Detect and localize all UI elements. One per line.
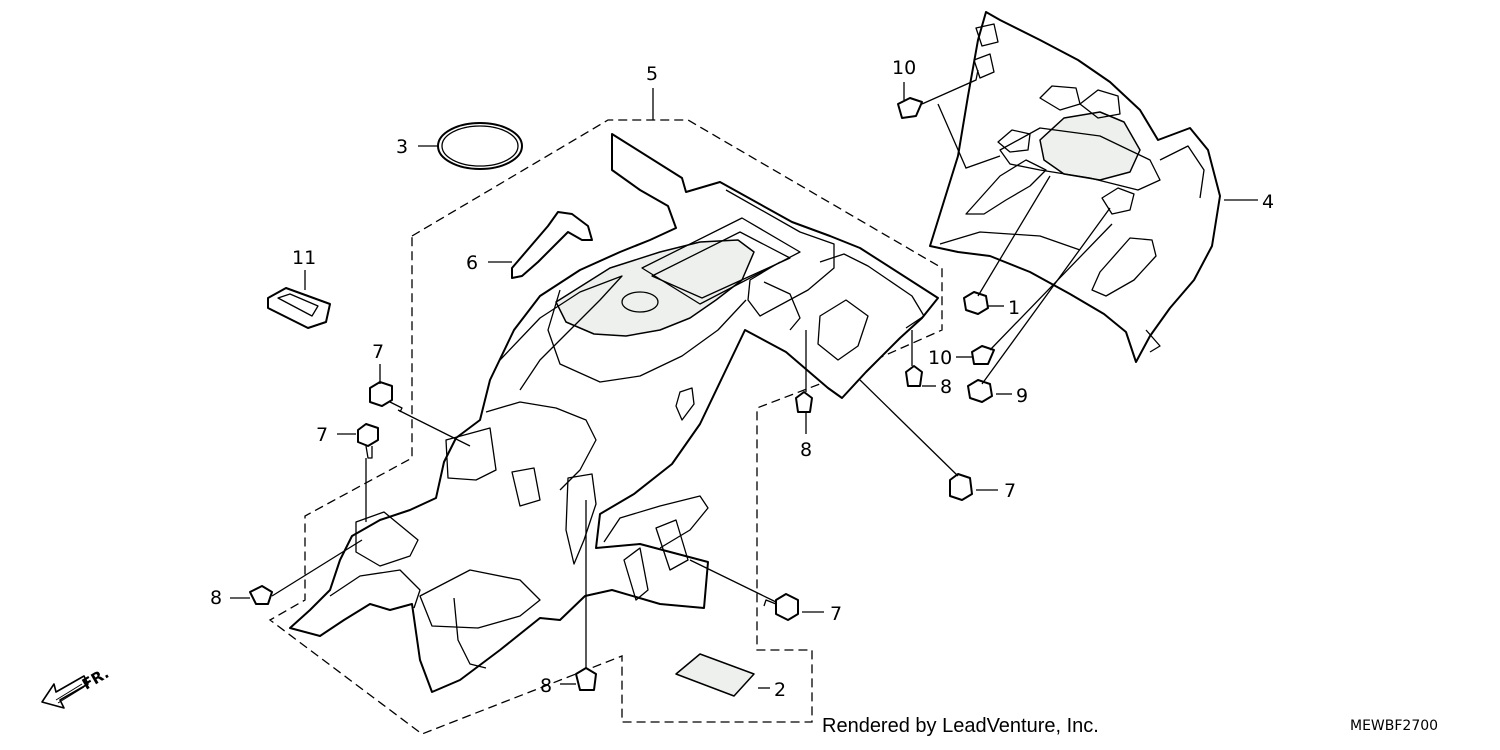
callout-8d: 8 — [540, 675, 552, 697]
callout-7a: 7 — [372, 341, 384, 363]
callout-7d: 7 — [830, 603, 842, 625]
leader-lines — [230, 69, 1258, 689]
callout-11: 11 — [292, 247, 316, 269]
front-direction-arrow: FR. — [41, 664, 112, 709]
callout-3: 3 — [396, 136, 408, 158]
callout-8b: 8 — [800, 439, 812, 461]
clip-8a — [249, 585, 273, 605]
callout-2: 2 — [774, 679, 786, 701]
inner-fender-part — [289, 133, 939, 693]
diagram-code: MEWBF2700 — [1350, 718, 1438, 734]
bolt-7d — [763, 593, 799, 621]
bracket-part — [511, 211, 593, 279]
assembly-boundary — [268, 119, 943, 735]
bolt-7a — [369, 381, 403, 413]
pad-part — [267, 287, 331, 329]
nut-1 — [963, 291, 989, 315]
bolt-7c — [949, 473, 973, 501]
clip-8d — [575, 667, 597, 691]
callout-7c: 7 — [1004, 480, 1016, 502]
direction-label: FR. — [79, 664, 112, 693]
clip-10a — [897, 97, 923, 119]
clip-8c — [905, 365, 923, 387]
callout-8a: 8 — [210, 587, 222, 609]
credit-text: Rendered by LeadVenture, Inc. — [822, 715, 1099, 737]
clip-10b — [971, 345, 995, 365]
nut-9 — [967, 379, 993, 403]
callout-10a: 10 — [892, 57, 916, 79]
bolt-7b — [357, 423, 379, 459]
callout-1: 1 — [1008, 297, 1020, 319]
callout-6: 6 — [466, 252, 478, 274]
clip-8b — [795, 391, 813, 413]
o-ring-part — [437, 122, 523, 170]
callout-8c: 8 — [940, 376, 952, 398]
callout-9: 9 — [1016, 385, 1028, 407]
seal-sheet-part — [675, 653, 755, 697]
callout-5: 5 — [646, 63, 658, 85]
callout-10b: 10 — [928, 347, 952, 369]
callout-4: 4 — [1262, 191, 1274, 213]
callout-7b: 7 — [316, 424, 328, 446]
